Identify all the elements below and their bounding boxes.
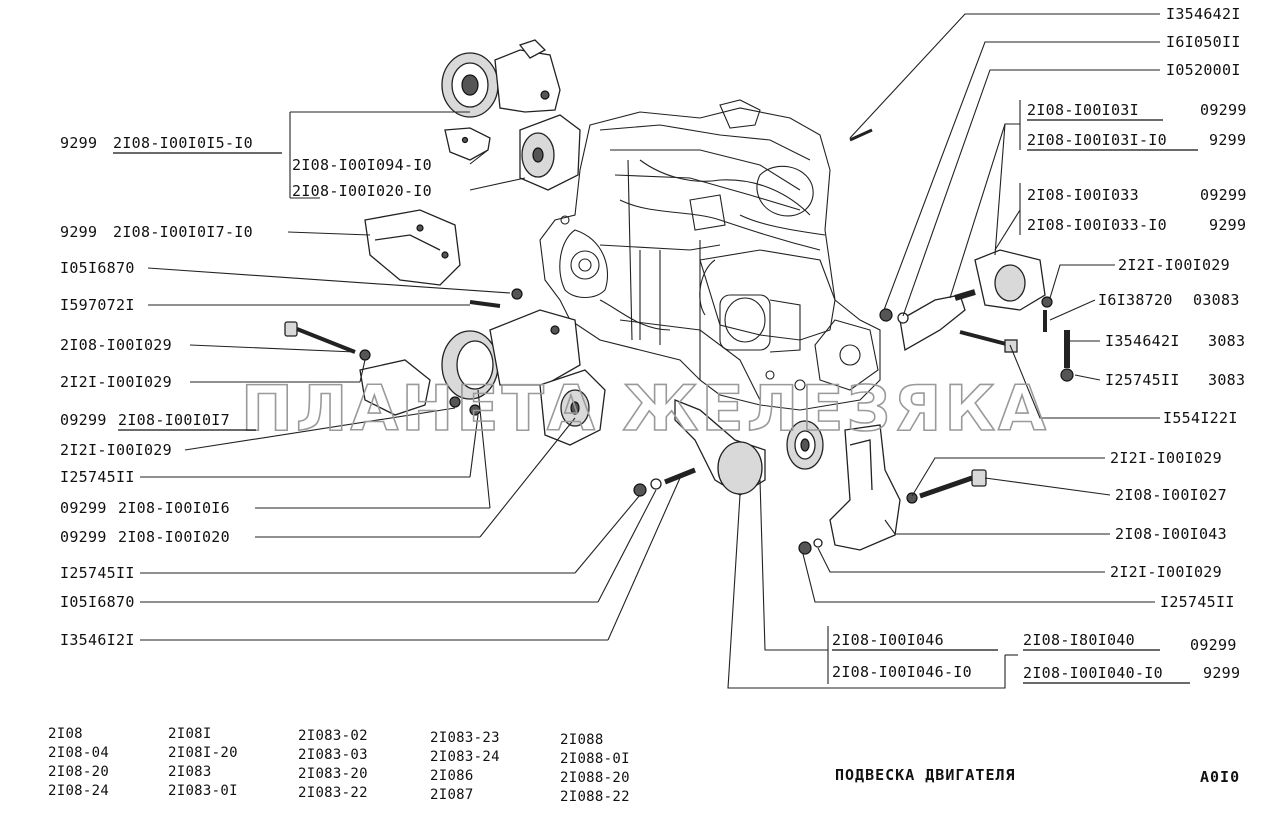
right-label-4-suffix: 9299 <box>1209 131 1246 149</box>
bottom-label-1-code: 2I08-I00I046-I0 <box>832 663 972 681</box>
right-label-9-code: I354642I <box>1105 332 1180 350</box>
bottom-label-3-code: 2I08-I00I040-I0 <box>1023 664 1163 682</box>
left-label-15-code: I3546I2I <box>60 631 135 649</box>
right-lower-bracket-part <box>798 424 901 555</box>
model-1-2: 2I083 <box>168 764 212 780</box>
page-code: A0I0 <box>1200 768 1240 786</box>
model-2-2: 2I083-20 <box>298 766 368 782</box>
models-list: 2I08 2I08-04 2I08-20 2I08-24 2I08I 2I08I… <box>48 726 630 805</box>
left-label-6-code: 2I08-I00I029 <box>60 336 172 354</box>
left-label-12-prefix: 09299 <box>60 528 107 546</box>
right-label-8-suffix: 03083 <box>1193 291 1240 309</box>
right-label-15-code: 2I2I-I00I029 <box>1110 563 1222 581</box>
model-0-0: 2I08 <box>48 726 83 742</box>
model-4-0: 2I088 <box>560 732 604 748</box>
model-2-3: 2I083-22 <box>298 785 368 801</box>
right-bolt-part <box>906 469 987 504</box>
left-label-0-code: 2I08-I00I0I5-I0 <box>113 134 253 152</box>
model-1-3: 2I083-0I <box>168 783 238 799</box>
left-label-3-prefix: 9299 <box>60 223 97 241</box>
left-labels: 9299 2I08-I00I0I5-I0 2I08-I00I094-I0 2I0… <box>60 134 432 649</box>
model-0-1: 2I08-04 <box>48 745 109 761</box>
leader-lines <box>140 13 1160 689</box>
right-label-6-code: 2I08-I00I033-I0 <box>1027 216 1167 234</box>
right-label-16-code: I25745II <box>1160 593 1235 611</box>
right-label-0-code: I354642I <box>1166 5 1241 23</box>
upper-cushion-part <box>519 114 581 191</box>
long-bolt-part <box>284 321 371 361</box>
left-label-7-code: 2I2I-I00I029 <box>60 373 172 391</box>
right-label-12-code: 2I2I-I00I029 <box>1110 449 1222 467</box>
upper-mount-pulley-part <box>441 39 561 118</box>
left-label-9-code: 2I2I-I00I029 <box>60 441 172 459</box>
left-label-3-code: 2I08-I00I0I7-I0 <box>113 223 253 241</box>
right-label-9-suffix: 3083 <box>1208 332 1245 350</box>
bottom-label-2-code: 2I08-I80I040 <box>1023 631 1135 649</box>
lower-cushion-part <box>786 420 824 470</box>
right-label-13-code: 2I08-I00I027 <box>1115 486 1227 504</box>
left-label-4-code: I05I6870 <box>60 259 135 277</box>
model-0-3: 2I08-24 <box>48 783 109 799</box>
model-4-1: 2I088-0I <box>560 751 630 767</box>
watermark-text: ПЛАНЕТА ЖЕЛЕЗЯКА <box>241 372 1049 445</box>
right-label-14-code: 2I08-I00I043 <box>1115 525 1227 543</box>
right-label-4-code: 2I08-I00I03I-I0 <box>1027 131 1167 149</box>
right-labels: I354642I I6I050II I052000I 2I08-I00I03I … <box>1027 5 1247 611</box>
left-label-1-code: 2I08-I00I094-I0 <box>292 156 432 174</box>
model-4-2: 2I088-20 <box>560 770 630 786</box>
left-label-2-code: 2I08-I00I020-I0 <box>292 182 432 200</box>
right-label-10-code: I25745II <box>1105 371 1180 389</box>
right-label-11-code: I554I22I <box>1163 409 1238 427</box>
center-cushion-part <box>539 369 606 446</box>
right-label-2-code: I052000I <box>1166 61 1241 79</box>
left-label-14-code: I05I6870 <box>60 593 135 611</box>
right-upper-mount-part <box>974 249 1053 311</box>
model-3-2: 2I086 <box>430 768 474 784</box>
left-label-5-code: I597072I <box>60 296 135 314</box>
left-label-10-code: I25745II <box>60 468 135 486</box>
left-label-8-prefix: 09299 <box>60 411 107 429</box>
bottom-label-0-code: 2I08-I00I046 <box>832 631 944 649</box>
right-label-5-code: 2I08-I00I033 <box>1027 186 1139 204</box>
left-label-13-code: I25745II <box>60 564 135 582</box>
left-label-0-prefix: 9299 <box>60 134 97 152</box>
bracket-part <box>444 127 491 161</box>
right-label-10-suffix: 3083 <box>1208 371 1245 389</box>
right-label-7-code: 2I2I-I00I029 <box>1118 256 1230 274</box>
rear-mount-part <box>441 309 581 400</box>
support-bracket-part <box>364 209 461 286</box>
right-bracket-part <box>849 128 976 352</box>
right-label-8-code: I6I38720 <box>1098 291 1173 309</box>
model-2-0: 2I083-02 <box>298 728 368 744</box>
right-label-1-code: I6I050II <box>1166 33 1241 51</box>
diagram-title: ПОДВЕСКА ДВИГАТЕЛЯ <box>835 766 1016 784</box>
right-label-3-suffix: 09299 <box>1200 101 1247 119</box>
lower-mount-bracket-part <box>674 399 766 496</box>
bottom-label-2-suffix: 09299 <box>1190 636 1237 654</box>
right-label-3-code: 2I08-I00I03I <box>1027 101 1139 119</box>
model-0-2: 2I08-20 <box>48 764 109 780</box>
model-2-1: 2I083-03 <box>298 747 368 763</box>
engine-assembly-drawing <box>539 99 881 411</box>
right-label-6-suffix: 9299 <box>1209 216 1246 234</box>
stud-nut-parts <box>633 467 696 497</box>
model-3-0: 2I083-23 <box>430 730 500 746</box>
left-label-11-prefix: 09299 <box>60 499 107 517</box>
model-4-3: 2I088-22 <box>560 789 630 805</box>
model-1-1: 2I08I-20 <box>168 745 238 761</box>
parts-drawings <box>284 39 1074 555</box>
bottom-label-3-suffix: 9299 <box>1203 664 1240 682</box>
left-label-12-code: 2I08-I00I020 <box>118 528 230 546</box>
model-3-3: 2I087 <box>430 787 474 803</box>
left-bracket-part <box>359 359 481 416</box>
left-label-11-code: 2I08-I00I0I6 <box>118 499 230 517</box>
model-1-0: 2I08I <box>168 726 212 742</box>
right-label-5-suffix: 09299 <box>1200 186 1247 204</box>
model-3-1: 2I083-24 <box>430 749 500 765</box>
left-label-8-code: 2I08-I00I0I7 <box>118 411 230 429</box>
bottom-labels: 2I08-I00I046 2I08-I00I046-I0 2I08-I80I04… <box>832 631 1240 684</box>
